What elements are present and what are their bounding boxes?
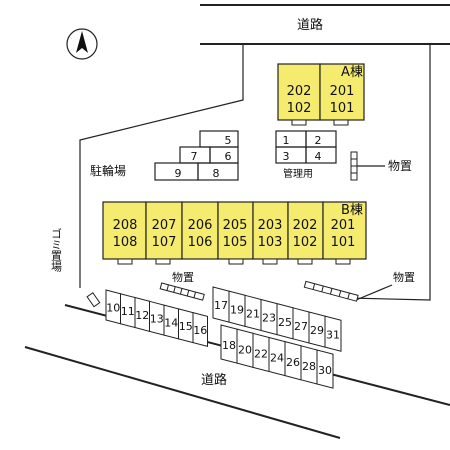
unit-label: 106: [188, 235, 213, 250]
parking-space-label: 8: [213, 167, 220, 180]
unit-label: 102: [293, 235, 318, 250]
unit-label: 201: [331, 218, 356, 233]
building-a: A棟 202 102 201 101: [277, 63, 365, 126]
parking-space-label: 20: [238, 343, 252, 356]
parking-space-label: 6: [225, 150, 232, 163]
parking-space-label: 30: [318, 364, 332, 377]
road-top: 道路: [200, 4, 450, 45]
unit-label: 206: [188, 218, 213, 233]
unit-label: 101: [331, 235, 356, 250]
unit-label: 208: [113, 218, 138, 233]
parking-space-label: 4: [315, 150, 322, 163]
bike-parking-label: 駐輪場: [90, 163, 126, 178]
parking-space-label: 15: [179, 320, 193, 333]
garbage-area: ゴミ置場: [50, 227, 101, 308]
parking-space-label: 2: [315, 134, 322, 147]
building-b: B棟 208 108 207 107 206 106 205 105 203 1…: [102, 201, 367, 265]
parking-space-label: 18: [222, 339, 236, 352]
parking-space-label: 14: [164, 316, 178, 329]
parking-space: [324, 315, 342, 352]
unit-label: 203: [258, 218, 283, 233]
road-bottom: 道路: [24, 304, 450, 439]
parking-space-label: 24: [270, 352, 284, 365]
building-b-label: B棟: [341, 203, 363, 218]
storage-middle-label: 物置: [172, 270, 194, 284]
road-top-label: 道路: [297, 17, 323, 33]
parking-space-label: 7: [191, 150, 198, 163]
storage-middle: 物置: [159, 270, 205, 301]
unit-label: 103: [258, 235, 283, 250]
upper-parking: 5 7 6 9 8 1 2 3 4: [154, 130, 337, 181]
parking-space-label: 23: [262, 312, 276, 325]
unit-label: 202: [287, 84, 312, 99]
site-boundary: [79, 44, 431, 301]
garbage-label: ゴミ置場: [50, 227, 63, 273]
parking-space-label: 10: [106, 301, 120, 314]
storage-right: 物置: [350, 151, 412, 181]
parking-space-label: 3: [283, 150, 290, 163]
compass-north-icon: [66, 28, 98, 60]
road-bottom-label: 道路: [201, 372, 227, 388]
parking-space-label: 26: [286, 356, 300, 369]
parking-space-label: 1: [283, 134, 290, 147]
unit-label: 102: [287, 101, 312, 116]
parking-space-label: 12: [135, 309, 149, 322]
parking-space-label: 19: [230, 303, 244, 316]
parking-space-label: 17: [214, 299, 228, 312]
parking-space-label: 25: [278, 316, 292, 329]
parking-space: [192, 311, 208, 348]
storage-lower-right-label: 物置: [393, 270, 415, 284]
unit-label: 207: [152, 218, 177, 233]
unit-label: 108: [113, 235, 138, 250]
parking-space-label: 28: [302, 360, 316, 373]
unit-label: 101: [330, 101, 355, 116]
building-a-label: A棟: [341, 65, 363, 80]
storage-lower-right: 物置: [303, 270, 415, 302]
unit-label: 202: [293, 218, 318, 233]
management-label: 管理用: [283, 167, 313, 180]
unit-label: 201: [330, 84, 355, 99]
unit-label: 105: [223, 235, 248, 250]
parking-space-label: 5: [225, 134, 232, 147]
unit-label: 205: [223, 218, 248, 233]
parking-space-label: 9: [175, 167, 182, 180]
parking-space: [316, 349, 334, 389]
parking-space-label: 29: [310, 324, 324, 337]
unit-label: 107: [152, 235, 177, 250]
parking-space-label: 22: [254, 348, 268, 361]
parking-space-label: 21: [246, 308, 260, 321]
parking-space-label: 11: [121, 305, 135, 318]
parking-space-label: 16: [193, 324, 207, 337]
storage-right-label: 物置: [388, 159, 412, 173]
parking-space-label: 27: [294, 320, 308, 333]
parking-space-label: 13: [150, 313, 164, 326]
parking-space-label: 31: [326, 328, 340, 341]
